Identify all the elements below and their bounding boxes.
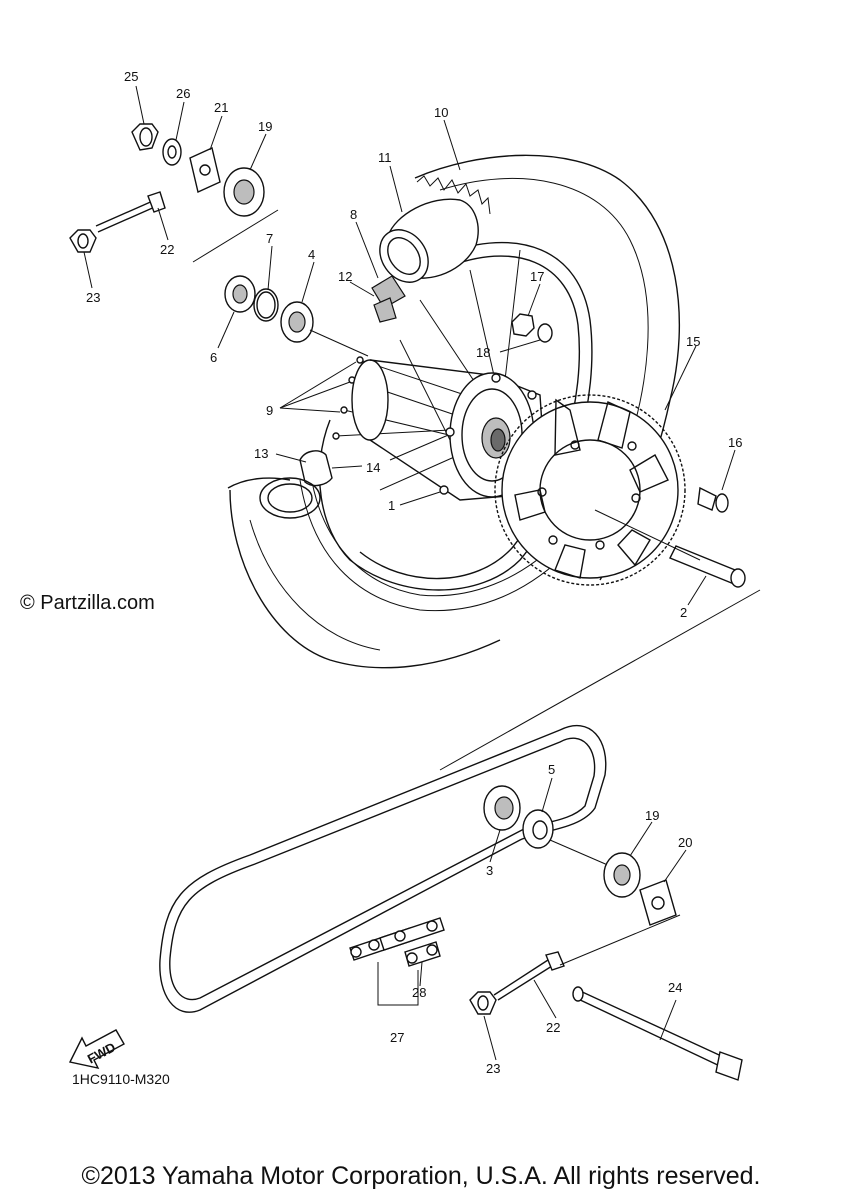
callout-5: 5 — [548, 762, 555, 777]
callout-23-upper: 23 — [86, 290, 100, 305]
callout-2: 2 — [680, 605, 687, 620]
left-axle-parts — [69, 123, 369, 357]
callout-3: 3 — [486, 863, 493, 878]
callout-25: 25 — [124, 69, 138, 84]
callout-14: 14 — [366, 460, 380, 475]
callout-6: 6 — [210, 350, 217, 365]
callout-13: 13 — [254, 446, 268, 461]
callout-18: 18 — [476, 345, 490, 360]
callout-20: 20 — [678, 835, 692, 850]
callout-26: 26 — [176, 86, 190, 101]
diagram-code: 1HC9110-M320 — [72, 1071, 170, 1087]
callout-19-lower: 19 — [645, 808, 659, 823]
leader-lines — [83, 85, 736, 1061]
callout-17: 17 — [530, 269, 544, 284]
sprocket — [494, 394, 686, 586]
callout-28: 28 — [412, 985, 426, 1000]
callout-23-lower: 23 — [486, 1061, 500, 1076]
callout-19-upper: 19 — [258, 119, 272, 134]
sprocket-fasteners — [511, 313, 729, 513]
callout-24: 24 — [668, 980, 682, 995]
callout-1: 1 — [388, 498, 395, 513]
chain-joint — [349, 917, 445, 1006]
fwd-arrow: FWD — [68, 1029, 125, 1069]
callout-15: 15 — [686, 334, 700, 349]
chain — [159, 589, 761, 1013]
callout-22-upper: 22 — [160, 242, 174, 257]
copyright-notice: ©2013 Yamaha Motor Corporation, U.S.A. A… — [81, 1162, 761, 1190]
callout-21: 21 — [214, 100, 228, 115]
callouts: 25 26 21 19 22 23 7 4 6 10 11 8 12 17 18… — [86, 69, 742, 1076]
callout-27: 27 — [390, 1030, 404, 1045]
callout-22-lower: 22 — [546, 1020, 560, 1035]
callout-11: 11 — [378, 150, 392, 165]
callout-9: 9 — [266, 403, 273, 418]
callout-7: 7 — [266, 231, 273, 246]
partzilla-watermark: © Partzilla.com — [20, 592, 155, 614]
callout-4: 4 — [308, 247, 315, 262]
callout-8: 8 — [350, 207, 357, 222]
callout-12: 12 — [338, 269, 352, 284]
callout-16: 16 — [728, 435, 742, 450]
right-axle-parts — [469, 785, 743, 1081]
spacer — [594, 509, 746, 588]
valve-and-rim-lock — [259, 450, 333, 519]
tube-and-rim-band — [371, 198, 479, 323]
callout-10: 10 — [434, 105, 448, 120]
